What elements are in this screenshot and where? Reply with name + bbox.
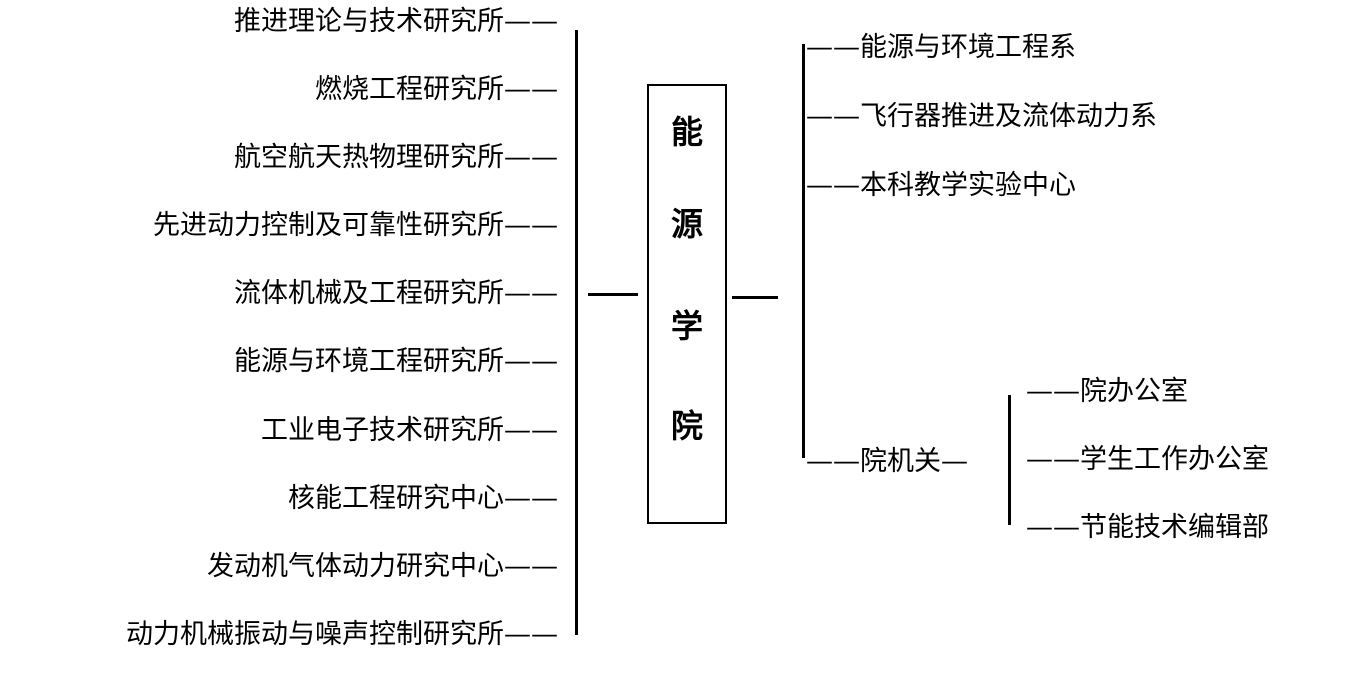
left-item-energy-environment: 能源与环境工程研究所—— [234, 346, 558, 377]
right-bracket-line [802, 44, 805, 458]
left-item-vibration-noise: 动力机械振动与噪声控制研究所—— [126, 619, 558, 650]
right-connector-line [732, 296, 778, 299]
right-item-energy-env-dept: ——能源与环境工程系 [806, 32, 1076, 63]
left-item-fluid-machinery: 流体机械及工程研究所—— [234, 278, 558, 309]
center-char-3: 学 [670, 307, 703, 345]
left-item-aerospace-thermo: 航空航天热物理研究所—— [234, 142, 558, 173]
office-item-editorial: ——节能技术编辑部 [1026, 512, 1269, 543]
admin-bracket-line [1008, 395, 1011, 525]
right-item-aircraft-propulsion: ——飞行器推进及流体动力系 [806, 101, 1157, 132]
office-item-college-office: ——院办公室 [1026, 376, 1188, 407]
center-box: 能 源 学 院 [647, 84, 727, 524]
left-bracket-line [575, 30, 578, 635]
center-char-4: 院 [670, 407, 703, 445]
center-char-1: 能 [670, 113, 703, 151]
office-item-student-affairs: ——学生工作办公室 [1026, 444, 1269, 475]
left-item-combustion: 燃烧工程研究所—— [315, 74, 558, 105]
left-item-advanced-control: 先进动力控制及可靠性研究所—— [153, 210, 558, 241]
left-item-nuclear: 核能工程研究中心—— [288, 483, 558, 514]
left-item-propulsion-theory: 推进理论与技术研究所—— [234, 6, 558, 37]
left-item-engine-gas-dynamics: 发动机气体动力研究中心—— [207, 551, 558, 582]
right-item-college-admin: ——院机关— [806, 446, 968, 477]
left-item-industrial-electronics: 工业电子技术研究所—— [261, 415, 558, 446]
right-item-undergrad-lab: ——本科教学实验中心 [806, 170, 1076, 201]
center-char-2: 源 [670, 205, 703, 243]
left-connector-line [588, 293, 638, 296]
